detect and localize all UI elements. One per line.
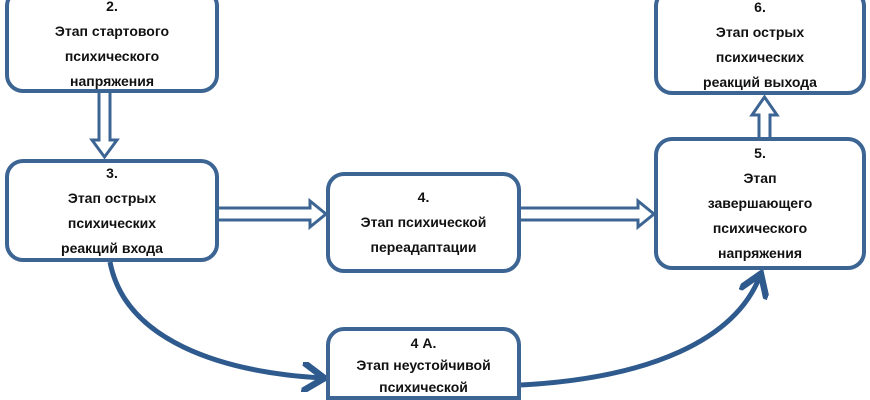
stage-3-line: Этап острых [67,189,157,206]
stage-4-number: 4. [417,189,430,205]
stage-4-box: 4. Этап психической переадаптации [326,172,521,273]
stage-3-line: реакций входа [61,239,163,256]
stage-6-line: Этап острых [715,23,805,40]
stage-5-line: завершающего [707,195,813,211]
stage-4-line: Этап психической [360,214,487,230]
arrow-4a-to-5 [520,276,760,388]
stage-6-number: 6. [754,0,766,15]
stage-2-number: 2. [106,0,118,14]
stage-3-line: психических [67,214,157,231]
stage-3-number: 3. [106,164,118,181]
arrow-2-to-3 [89,92,120,160]
stage-3-box: 3. Этап острых психических реакций входа [5,159,219,262]
stage-2-line: Этап стартового [54,22,170,39]
stage-2-line: психического [64,47,160,64]
arrow-4-to-5 [521,197,657,231]
stage-6-line: реакций выхода [703,73,817,90]
arrow-5-to-6 [749,94,780,138]
stage-6-box: 6. Этап острых психических реакций выход… [654,0,866,95]
stage-2-box: 2. Этап стартового психического напряжен… [5,0,219,93]
stage-4a-number: 4 А. [410,335,437,351]
stage-5-line: Этап [743,170,777,186]
stage-4a-line: Этап неустойчивой [356,357,491,373]
stage-4-line: переадаптации [370,239,477,255]
stage-5-line: напряжения [718,245,802,261]
stage-4a-line: психической [379,379,468,395]
arrow-3-to-4 [219,197,329,231]
arrow-3-to-4a [107,261,322,378]
stage-5-line: психического [712,220,808,236]
stage-5-number: 5. [754,145,766,161]
stage-5-box: 5. Этап завершающего психического напряж… [654,137,866,270]
stage-2-line: напряжения [70,72,154,89]
stage-6-line: психических [715,48,805,65]
stage-4a-box: 4 А. Этап неустойчивой психической [326,327,521,400]
